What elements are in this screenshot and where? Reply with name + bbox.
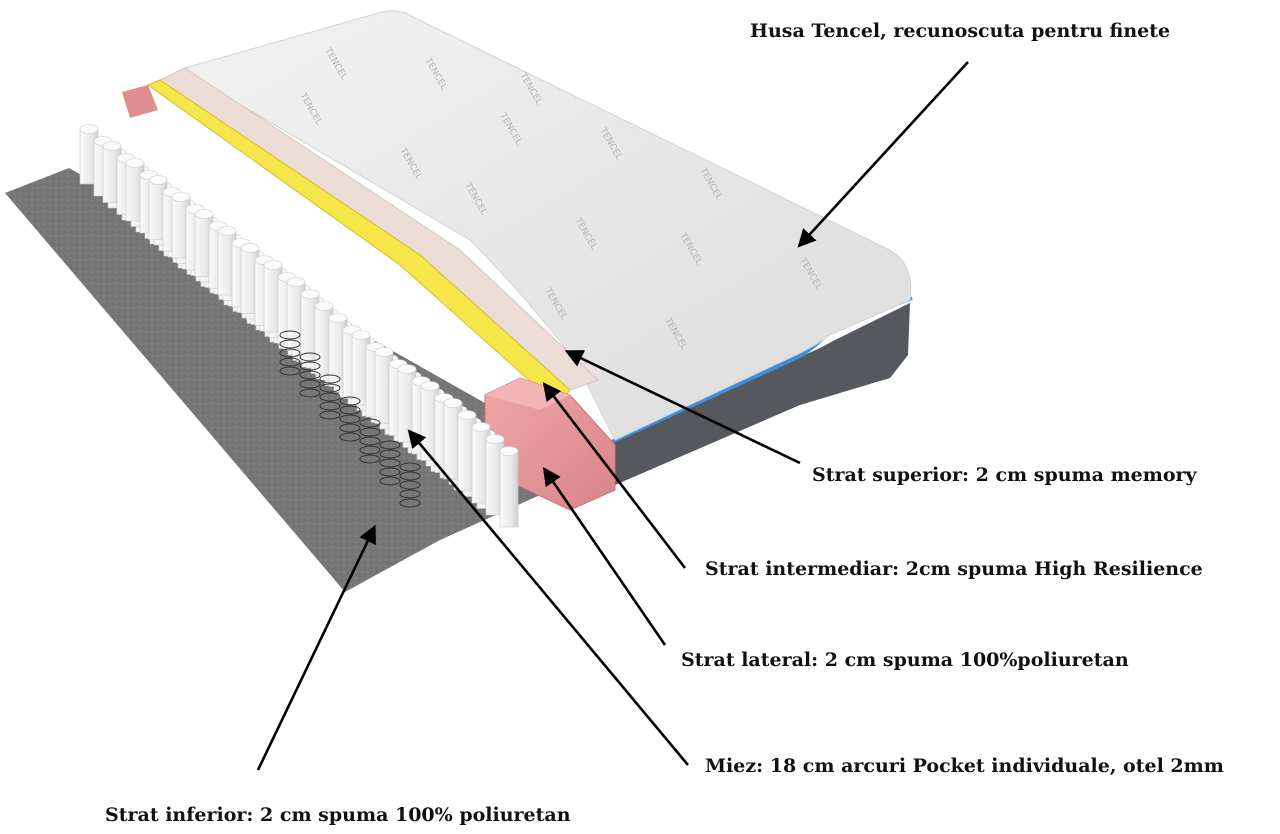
steel-coil-turn — [319, 383, 341, 393]
label-strat-superior: Strat superior: 2 cm spuma memory — [812, 464, 1197, 486]
steel-coil-turn — [319, 392, 341, 402]
steel-coil-turn — [319, 410, 341, 420]
mattress-side-border — [605, 303, 910, 485]
steel-coil-turn — [359, 445, 381, 455]
pocket-spring — [102, 141, 122, 203]
steel-coil-turn — [319, 374, 341, 384]
label-husa-tencel: Husa Tencel, recunoscuta pentru finete — [750, 20, 1171, 42]
arrow-lateral — [542, 466, 667, 646]
pocket-spring — [125, 158, 145, 222]
steel-coil-turn — [359, 418, 381, 428]
steel-coil-turn — [279, 366, 301, 376]
pocket-spring — [351, 330, 371, 406]
steel-coil-turn — [299, 370, 321, 380]
arrow-husa — [797, 61, 969, 248]
label-strat-intermediar: Strat intermediar: 2cm spuma High Resili… — [705, 558, 1203, 580]
steel-coil-turn — [359, 427, 381, 437]
callout-arrows — [256, 61, 969, 771]
steel-coil-turn — [339, 405, 361, 415]
steel-coil-turn — [339, 432, 361, 442]
pocket-spring — [171, 192, 191, 259]
steel-coil-turn — [339, 423, 361, 433]
pocket-spring — [471, 422, 491, 504]
steel-coil-turn — [279, 357, 301, 367]
tencel-cover — [184, 10, 912, 441]
steel-coil-turn — [279, 339, 301, 349]
label-strat-lateral: Strat lateral: 2 cm spuma 100%poliuretan — [681, 649, 1129, 671]
steel-coil-turn — [399, 471, 421, 481]
label-strat-inferior: Strat inferior: 2 cm spuma 100% poliuret… — [105, 804, 571, 826]
steel-coil-turn — [279, 330, 301, 340]
pocket-spring — [148, 175, 168, 240]
steel-coils — [279, 330, 421, 508]
arrow-superior — [564, 350, 801, 465]
pocket-springs-block — [79, 124, 519, 528]
steel-coil-turn — [379, 449, 401, 459]
pocket-spring — [499, 446, 519, 528]
pocket-spring — [443, 398, 463, 480]
steel-coil-turn — [399, 462, 421, 472]
steel-coil-turn — [339, 396, 361, 406]
steel-coil-turn — [299, 388, 321, 398]
steel-coil-turn — [399, 480, 421, 490]
steel-coil-turn — [299, 361, 321, 371]
pocket-spring — [457, 410, 477, 492]
steel-coil-turn — [339, 414, 361, 424]
pocket-spring — [240, 243, 260, 314]
pocket-spring — [217, 226, 237, 296]
steel-coil-turn — [379, 458, 401, 468]
pocket-spring — [263, 260, 283, 333]
steel-coil-turn — [359, 454, 381, 464]
steel-coil-turn — [399, 489, 421, 499]
arrow-inferior — [256, 524, 376, 771]
base-felt-layer — [5, 168, 600, 592]
arrow-intermediar — [542, 382, 687, 569]
steel-coil-turn — [359, 436, 381, 446]
arrow-miez — [407, 429, 689, 766]
steel-coil-turn — [379, 440, 401, 450]
steel-coil-turn — [319, 401, 341, 411]
steel-coil-turn — [299, 352, 321, 362]
steel-coil-turn — [379, 467, 401, 477]
pocket-spring — [397, 364, 417, 443]
steel-coil-turn — [299, 379, 321, 389]
steel-coil-turn — [279, 348, 301, 358]
steel-coil-turn — [379, 476, 401, 486]
steel-coil-turn — [399, 498, 421, 508]
label-miez: Miez: 18 cm arcuri Pocket individuale, o… — [705, 755, 1224, 777]
